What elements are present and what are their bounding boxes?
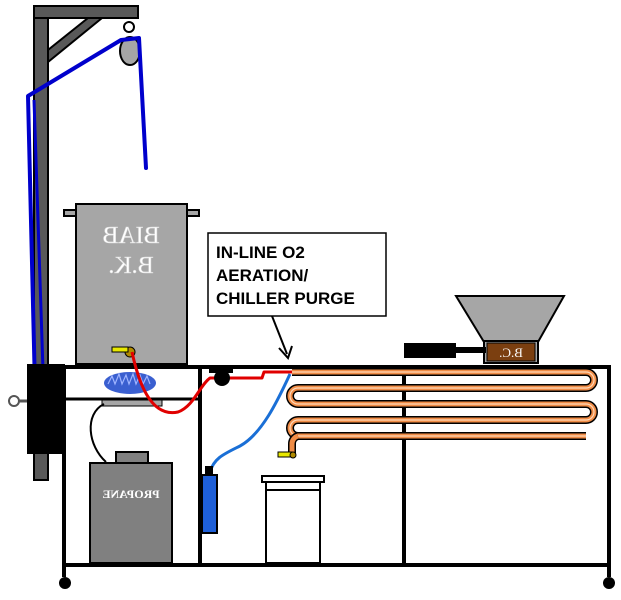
hoist-rope xyxy=(32,99,46,401)
chiller-outlet-fitting xyxy=(289,451,297,459)
bucket-body xyxy=(265,489,321,564)
callout-arrow-line xyxy=(271,315,288,355)
clamp-knob xyxy=(8,395,20,407)
pump-body xyxy=(214,370,230,386)
chiller-coil xyxy=(277,368,598,459)
pump-bracket xyxy=(209,367,233,373)
crusher-shaft xyxy=(456,347,486,353)
kettle-label-line1: BIAB xyxy=(102,223,159,249)
kettle-body xyxy=(75,203,188,365)
propane-tank-body xyxy=(89,462,173,564)
crusher-hopper xyxy=(454,295,566,343)
pump xyxy=(209,367,233,386)
callout-line3: CHILLER PURGE xyxy=(216,289,355,308)
chiller-coil-tube xyxy=(289,433,299,455)
o2-line xyxy=(208,373,292,473)
burner-plate xyxy=(101,399,163,407)
hoist-hook-ring xyxy=(123,21,135,33)
callout-o2-aeration: IN-LINE O2 AERATION/ CHILLER PURGE xyxy=(207,232,387,360)
cart-divider xyxy=(402,365,406,565)
kettle-valve-handle xyxy=(111,346,129,353)
hoist xyxy=(26,5,148,481)
hot-wort-line xyxy=(130,351,292,415)
propane-tank-label: PROPANE xyxy=(102,487,159,501)
o2-tank xyxy=(201,474,218,534)
cart-wheel xyxy=(603,577,615,589)
callout-line2: AERATION/ xyxy=(216,266,309,285)
brew-kettle: BIAB B.K. xyxy=(63,203,200,365)
cart-top-rail xyxy=(63,365,610,369)
crusher-box xyxy=(486,342,536,362)
callout-box xyxy=(207,232,387,317)
cart-leg xyxy=(607,365,611,577)
o2-regulator xyxy=(205,466,213,476)
crusher-label: B.C. xyxy=(499,345,523,360)
hoist-arm xyxy=(33,5,139,19)
grain-crusher: B.C. xyxy=(404,295,566,364)
cart-divider xyxy=(198,365,202,565)
hoist-base-clamp xyxy=(8,364,65,454)
hoist-brace xyxy=(47,17,105,65)
burner xyxy=(101,372,163,407)
callout-line1: IN-LINE O2 xyxy=(216,243,305,262)
propane-tank: PROPANE xyxy=(89,403,173,564)
chiller-coil-inner xyxy=(289,371,595,437)
propane-hose xyxy=(89,403,107,463)
oxygen-system xyxy=(201,373,292,534)
cart-bottom-rail xyxy=(63,563,610,567)
callout-arrowhead xyxy=(278,345,293,360)
cart-leg xyxy=(62,365,66,577)
bucket-rim xyxy=(265,481,321,491)
crusher-motor xyxy=(404,343,456,358)
fermenter-bucket xyxy=(261,475,325,564)
hoist-rope xyxy=(26,36,148,390)
cart-wheel xyxy=(59,577,71,589)
cart-frame xyxy=(59,365,615,589)
kettle-label-line2: B.K. xyxy=(108,253,153,279)
clamp-block xyxy=(27,364,65,454)
